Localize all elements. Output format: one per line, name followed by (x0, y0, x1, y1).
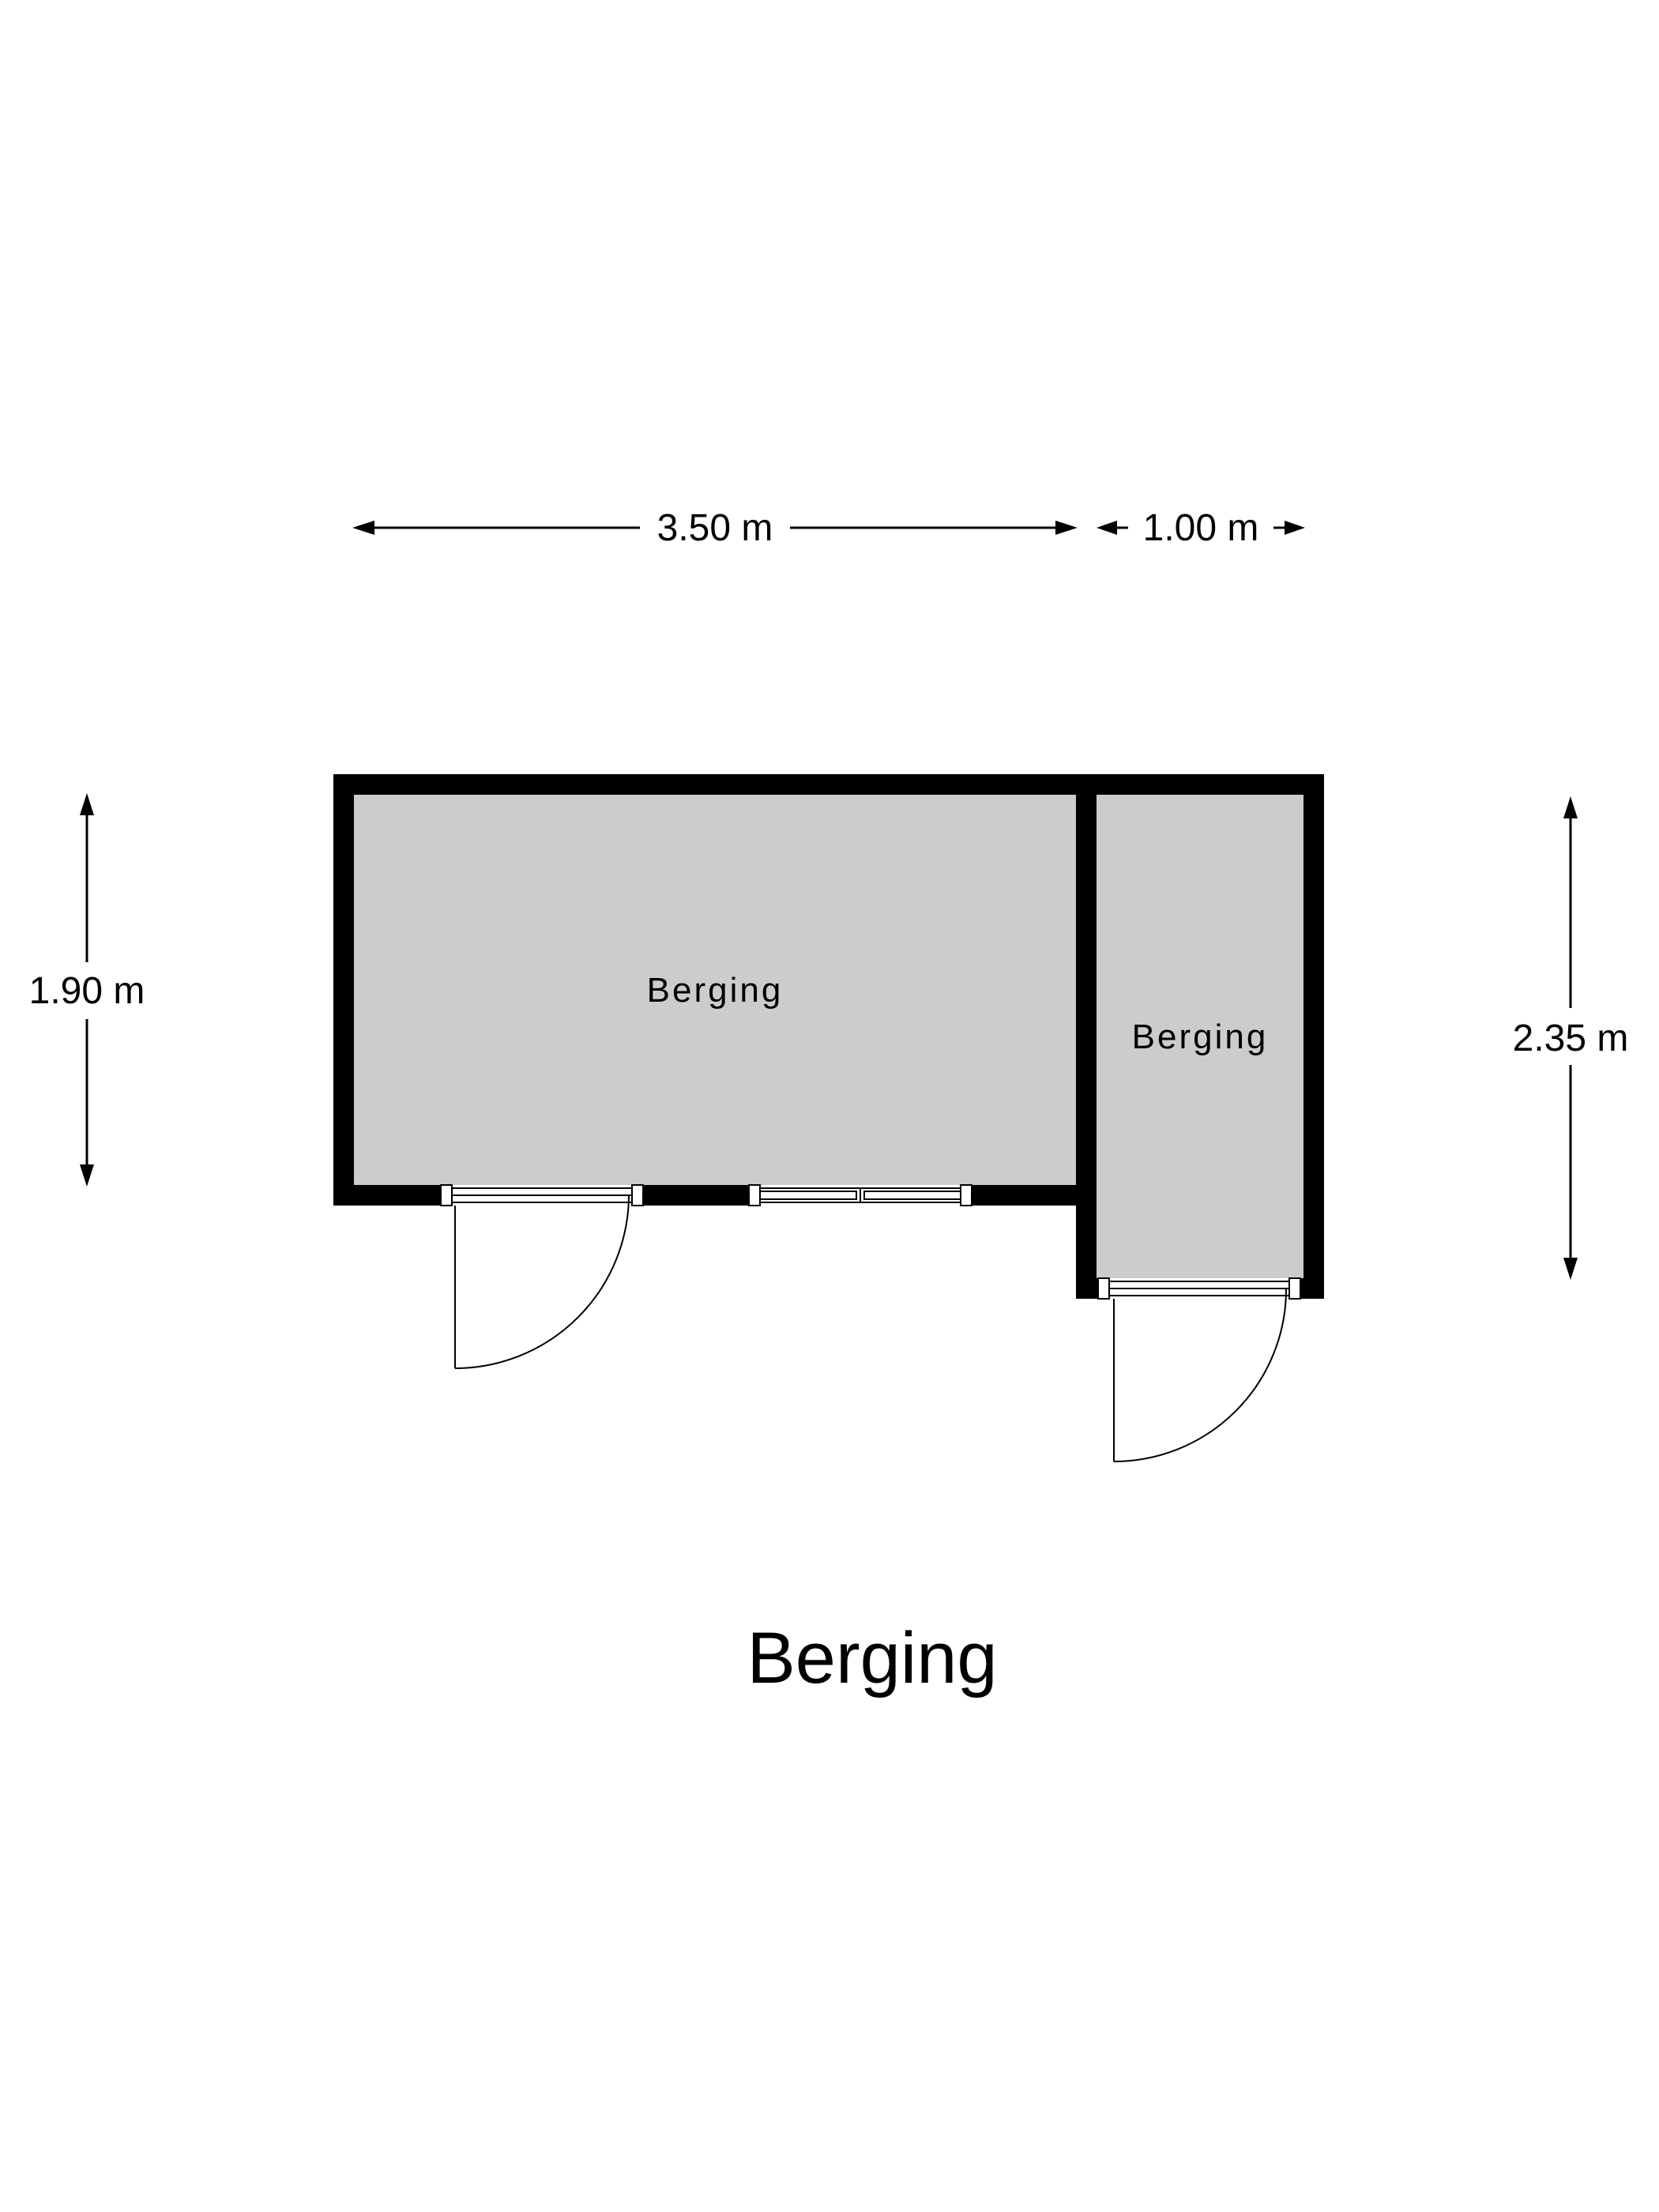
room-label-main: Berging (647, 971, 784, 1010)
room-label-side: Berging (1132, 1018, 1269, 1056)
dimension-top-main: 3.50 m (352, 507, 1078, 549)
window-main-room (748, 1184, 972, 1206)
door-main-room (440, 1184, 644, 1369)
room-side-floor (1097, 795, 1304, 1278)
dimension-label-left: 1.90 m (29, 970, 145, 1012)
walls (333, 774, 1324, 1299)
dimension-left: 1.90 m (29, 793, 145, 1187)
plan-title: Berging (747, 1618, 997, 1698)
room-main-floor (354, 795, 1076, 1185)
dimension-right: 2.35 m (1513, 796, 1629, 1280)
dimension-label-top-side: 1.00 m (1143, 507, 1259, 549)
door-side-room (1097, 1277, 1301, 1462)
dimension-top-side: 1.00 m (1097, 507, 1305, 549)
dimension-label-top-main: 3.50 m (657, 507, 773, 549)
dimension-label-right: 2.35 m (1513, 1018, 1629, 1059)
